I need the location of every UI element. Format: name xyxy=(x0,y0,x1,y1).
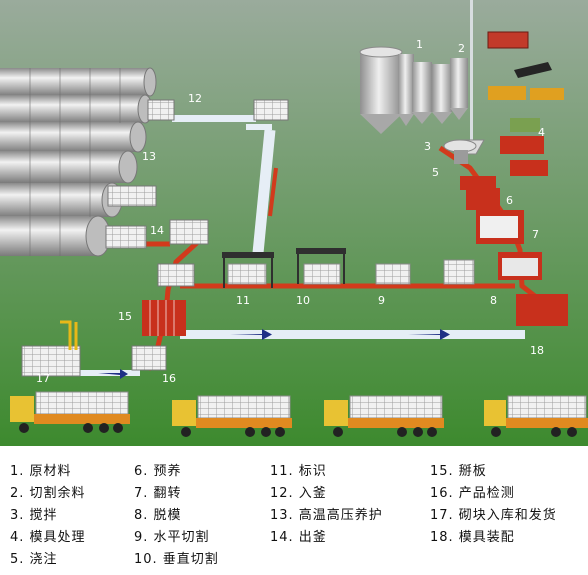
silo-4 xyxy=(432,64,452,124)
legend-item-4: 4. 模具处理 xyxy=(10,530,86,545)
mold-4 xyxy=(500,136,544,154)
conveyor-to-autoclave xyxy=(172,115,256,122)
legend-item-2: 2. 切割余料 xyxy=(10,486,86,501)
mold-18 xyxy=(516,294,568,326)
mixer-tower xyxy=(443,0,485,164)
autoclave-4 xyxy=(0,150,138,184)
callout-18: 18 xyxy=(530,344,544,357)
legend-item-18: 18. 模具装配 xyxy=(430,530,515,545)
callout-10: 10 xyxy=(296,294,310,307)
autoclave-2 xyxy=(0,94,153,124)
legend-item-9: 9. 水平切割 xyxy=(134,530,210,545)
cutting-stations xyxy=(60,248,475,350)
callout-7: 7 xyxy=(532,228,539,241)
callout-13: 13 xyxy=(142,150,156,163)
raw-material-silos xyxy=(359,46,468,134)
legend-item-8: 8. 脱模 xyxy=(134,508,182,523)
mold-pouring xyxy=(510,160,548,176)
truck-2 xyxy=(172,395,292,437)
callout-12: 12 xyxy=(188,92,202,105)
callout-1: 1 xyxy=(416,38,423,51)
truck-3 xyxy=(324,395,444,437)
callout-11: 11 xyxy=(236,294,250,307)
truck-1 xyxy=(10,391,130,433)
conveyor-mold-return xyxy=(180,330,525,339)
molds xyxy=(142,136,568,336)
autoclave-1 xyxy=(0,67,157,97)
legend-item-7: 7. 翻转 xyxy=(134,486,182,501)
legend-item-17: 17. 砌块入库和发货 xyxy=(430,508,557,523)
legend-item-15: 15. 掰板 xyxy=(430,464,487,479)
delivery-trucks xyxy=(10,391,588,437)
legend-item-10: 10. 垂直切割 xyxy=(134,552,219,567)
silo-1 xyxy=(359,46,403,134)
step-callouts: 1 2 3 4 5 6 7 8 9 10 11 12 13 14 15 16 1… xyxy=(36,38,545,385)
callout-4: 4 xyxy=(538,126,545,139)
autoclave-6 xyxy=(0,215,111,257)
mold-6 xyxy=(466,188,500,210)
callout-3: 3 xyxy=(424,140,431,153)
callout-16: 16 xyxy=(162,372,176,385)
legend-item-13: 13. 高温高压养护 xyxy=(270,508,383,523)
callout-2: 2 xyxy=(458,42,465,55)
silo-5 xyxy=(450,58,468,120)
legend-item-11: 11. 标识 xyxy=(270,464,327,479)
mold-5 xyxy=(460,176,496,190)
arrow-1 xyxy=(230,329,272,340)
silo-2 xyxy=(398,54,414,126)
autoclave-5 xyxy=(0,182,123,218)
flow-ramp-arrow xyxy=(268,167,278,217)
callout-15: 15 xyxy=(118,310,132,323)
callout-14: 14 xyxy=(150,224,164,237)
legend-item-1: 1. 原材料 xyxy=(10,464,72,479)
legend-item-3: 3. 搅拌 xyxy=(10,508,58,523)
autoclave-3 xyxy=(0,121,147,153)
mold-equipment xyxy=(487,31,564,132)
legend-item-12: 12. 入釜 xyxy=(270,486,327,501)
legend-item-14: 14. 出釜 xyxy=(270,530,327,545)
legend-item-16: 16. 产品检测 xyxy=(430,486,515,501)
splitting-machine xyxy=(142,300,186,336)
conveyor-ramp xyxy=(252,129,276,254)
arrow-3 xyxy=(98,369,128,379)
process-step-legend: 1. 原材料 2. 切割余料 3. 搅拌 4. 模具处理 5. 浇注 6. 预养… xyxy=(0,446,588,575)
block-carts xyxy=(21,99,289,377)
callout-5: 5 xyxy=(432,166,439,179)
arrow-2 xyxy=(408,329,450,340)
direction-arrows xyxy=(98,329,450,379)
legend-item-5: 5. 浇注 xyxy=(10,552,58,567)
callout-6: 6 xyxy=(506,194,513,207)
conveyor-return xyxy=(246,124,272,130)
callout-8: 8 xyxy=(490,294,497,307)
truck-4 xyxy=(484,395,588,437)
callout-17: 17 xyxy=(36,372,50,385)
legend-item-6: 6. 预养 xyxy=(134,464,182,479)
silo-3 xyxy=(412,62,432,124)
callout-9: 9 xyxy=(378,294,385,307)
production-line-diagram: 1 2 3 4 5 6 7 8 9 10 11 12 13 14 15 16 1… xyxy=(0,0,588,446)
